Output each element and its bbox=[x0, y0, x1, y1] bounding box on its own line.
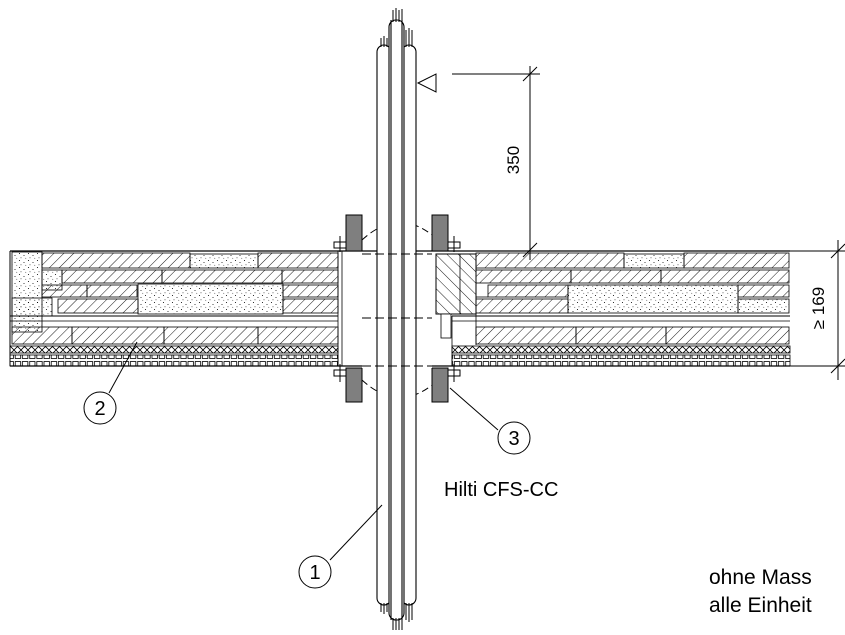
collar-bottom-left bbox=[345, 367, 363, 403]
cable-bundle bbox=[362, 8, 432, 632]
fire-collar-hilti-cfs-cc bbox=[333, 214, 461, 403]
collar-bottom-right bbox=[431, 367, 449, 403]
callout-2 bbox=[83, 341, 138, 425]
level-marker-triangle-icon bbox=[416, 73, 437, 93]
callout-1 bbox=[298, 504, 383, 589]
floor-section bbox=[9, 250, 791, 367]
note-line-1: ohne Mass bbox=[709, 566, 812, 589]
board-layers-left bbox=[9, 251, 339, 367]
dimension-350 bbox=[416, 66, 540, 260]
collar-top-right bbox=[431, 214, 449, 252]
dimension-thickness-label: ≥ 169 bbox=[809, 287, 828, 329]
product-label: Hilti CFS-CC bbox=[444, 479, 558, 501]
dimension-thickness bbox=[790, 240, 845, 380]
callout-3 bbox=[449, 387, 531, 455]
callout-3-number: 3 bbox=[508, 428, 519, 450]
callout-2-number: 2 bbox=[94, 398, 105, 420]
board-layers-right bbox=[435, 252, 791, 367]
note-line-2: alle Einheit bbox=[709, 594, 812, 617]
dimension-350-label: 350 bbox=[504, 146, 523, 174]
callout-1-number: 1 bbox=[309, 562, 320, 584]
collar-top-left bbox=[345, 214, 363, 252]
